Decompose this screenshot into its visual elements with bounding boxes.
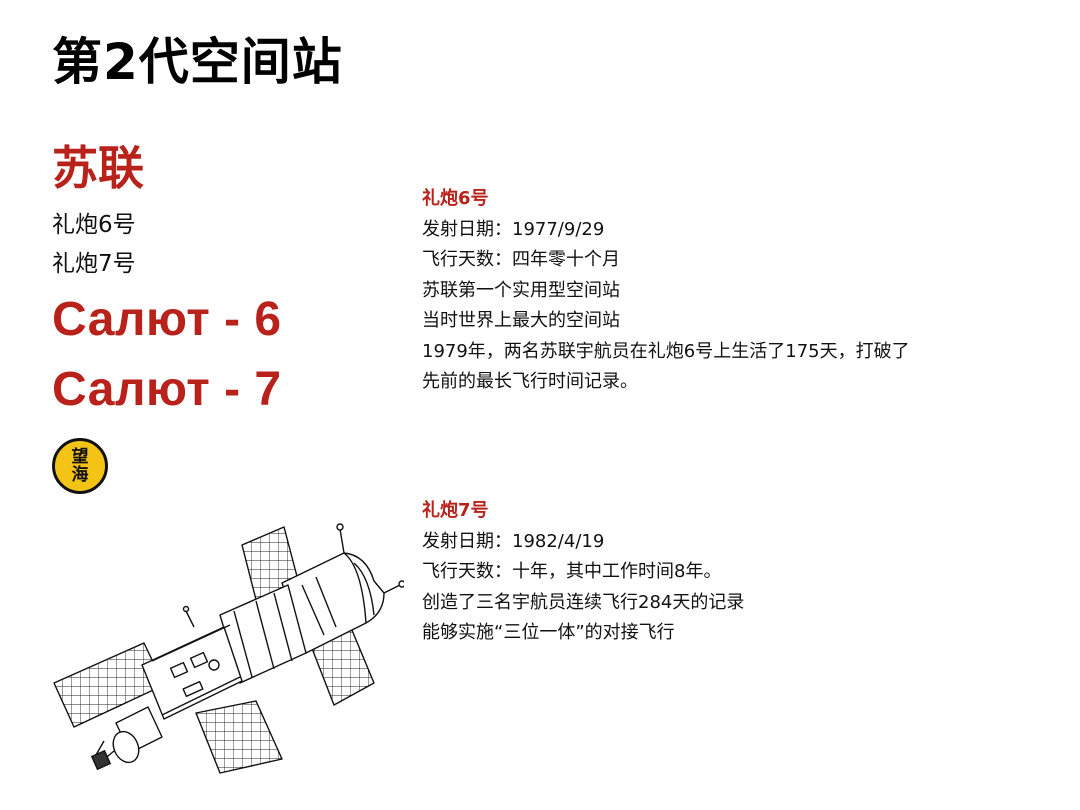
salyut6-line: 1979年，两名苏联宇航员在礼炮6号上生活了175天，打破了 <box>422 340 910 362</box>
salyut7-line: 能够实施“三位一体”的对接飞行 <box>422 622 675 643</box>
brand-badge-logo: 望 海 <box>52 438 108 494</box>
badge-char-1: 望 <box>71 447 89 467</box>
salyut7-line: 创造了三名宇航员连续飞行284天的记录 <box>422 591 745 613</box>
salyut6-line: 先前的最长飞行时间记录。 <box>422 371 638 392</box>
page-title: 第2代空间站 <box>52 33 343 91</box>
station-name-cn-2: 礼炮7号 <box>52 251 136 277</box>
salyut6-line: 苏联第一个实用型空间站 <box>422 279 620 301</box>
station-name-ru-1: Салют - 6 <box>52 293 282 346</box>
salyut7-heading: 礼炮7号 <box>422 500 489 521</box>
space-station-illustration <box>53 523 404 774</box>
salyut7-info-block: 礼炮7号 发射日期：1982/4/19 飞行天数：十年，其中工作时间8年。 创造… <box>422 496 1052 649</box>
station-name-cn-1: 礼炮6号 <box>52 212 136 238</box>
badge-char-2: 海 <box>71 465 89 485</box>
salyut6-line: 发射日期：1977/9/29 <box>422 218 605 240</box>
salyut6-info-block: 礼炮6号 发射日期：1977/9/29 飞行天数：四年零十个月 苏联第一个实用型… <box>422 184 1052 398</box>
station-name-ru-2: Салют - 7 <box>52 363 282 416</box>
salyut6-heading: 礼炮6号 <box>422 188 489 209</box>
solar-panel-lower <box>195 700 283 774</box>
salyut6-line: 飞行天数：四年零十个月 <box>422 249 620 270</box>
country-heading: 苏联 <box>52 141 144 195</box>
salyut7-line: 发射日期：1982/4/19 <box>422 530 605 552</box>
salyut7-line: 飞行天数：十年，其中工作时间8年。 <box>422 561 722 582</box>
salyut6-line: 当时世界上最大的空间站 <box>422 310 620 331</box>
station-front-module <box>141 626 243 720</box>
